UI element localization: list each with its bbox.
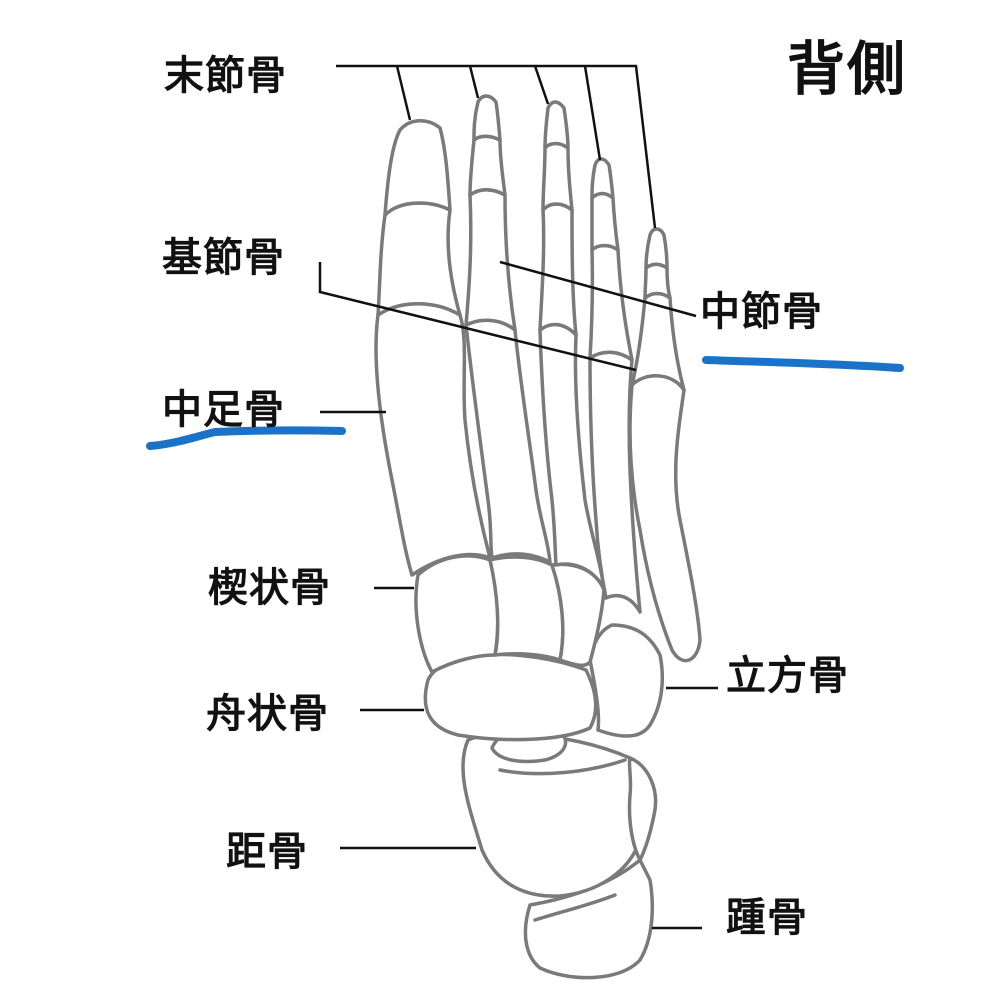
proximal-phalanx-5 xyxy=(630,291,686,392)
cuneiform-medial xyxy=(414,554,500,674)
navicular-bone xyxy=(423,652,598,742)
metatarsal-4 xyxy=(588,350,642,614)
leader-distal-phalanx-t4 xyxy=(583,65,602,161)
leader-lines xyxy=(318,64,718,930)
label-cuboid: 立方骨 xyxy=(726,653,849,699)
proximal-phalanx-2 xyxy=(464,188,517,332)
proximal-phalanx-4 xyxy=(588,243,634,362)
middle-phalanx-2 xyxy=(468,134,507,197)
diagram-title: 背側 xyxy=(787,35,908,103)
highlight-strokes xyxy=(146,356,904,450)
leader-distal-phalanx xyxy=(336,64,657,229)
label-cuneiform: 楔状骨 xyxy=(208,565,331,611)
leader-distal-phalanx-t2 xyxy=(468,65,480,99)
distal-phalanx-2 xyxy=(472,94,502,142)
proximal-phalanx-3 xyxy=(538,202,578,337)
leader-middle-phalanx xyxy=(499,260,697,318)
distal-phalanx-1 xyxy=(383,119,452,217)
leader-distal-phalanx-t1 xyxy=(395,65,412,121)
cuboid-bone xyxy=(588,623,665,738)
middle-phalanx-4 xyxy=(590,191,620,252)
distal-phalanx-5 xyxy=(644,227,669,270)
cuneiform-intermediate xyxy=(488,555,565,662)
leader-distal-phalanx-t3 xyxy=(533,65,550,105)
highlight-underline-metatarsal xyxy=(146,426,346,450)
highlight-underline-middle-phalanx xyxy=(702,356,904,372)
label-metatarsal: 中足骨 xyxy=(162,387,285,433)
middle-phalanx-3 xyxy=(541,141,574,212)
distal-phalanx-3 xyxy=(543,100,570,150)
foot-bones xyxy=(374,94,702,980)
talus-trochlea-line xyxy=(498,758,627,776)
label-proximal-phalanx: 基節骨 xyxy=(162,235,285,281)
distal-phalanx-4 xyxy=(590,157,615,200)
label-calcaneus: 踵骨 xyxy=(726,895,808,941)
label-talus: 距骨 xyxy=(226,829,308,875)
talus-bone xyxy=(461,733,649,898)
label-navicular: 舟状骨 xyxy=(206,691,329,737)
label-middle-phalanx: 中節骨 xyxy=(700,289,823,335)
label-distal-phalanx: 末節骨 xyxy=(164,53,287,99)
leader-proximal-phalanx xyxy=(318,262,637,372)
metatarsal-5 xyxy=(628,373,702,663)
proximal-phalanx-1 xyxy=(376,201,462,317)
calcaneus-inner-line xyxy=(533,893,617,922)
calcaneus-lateral xyxy=(627,756,658,862)
